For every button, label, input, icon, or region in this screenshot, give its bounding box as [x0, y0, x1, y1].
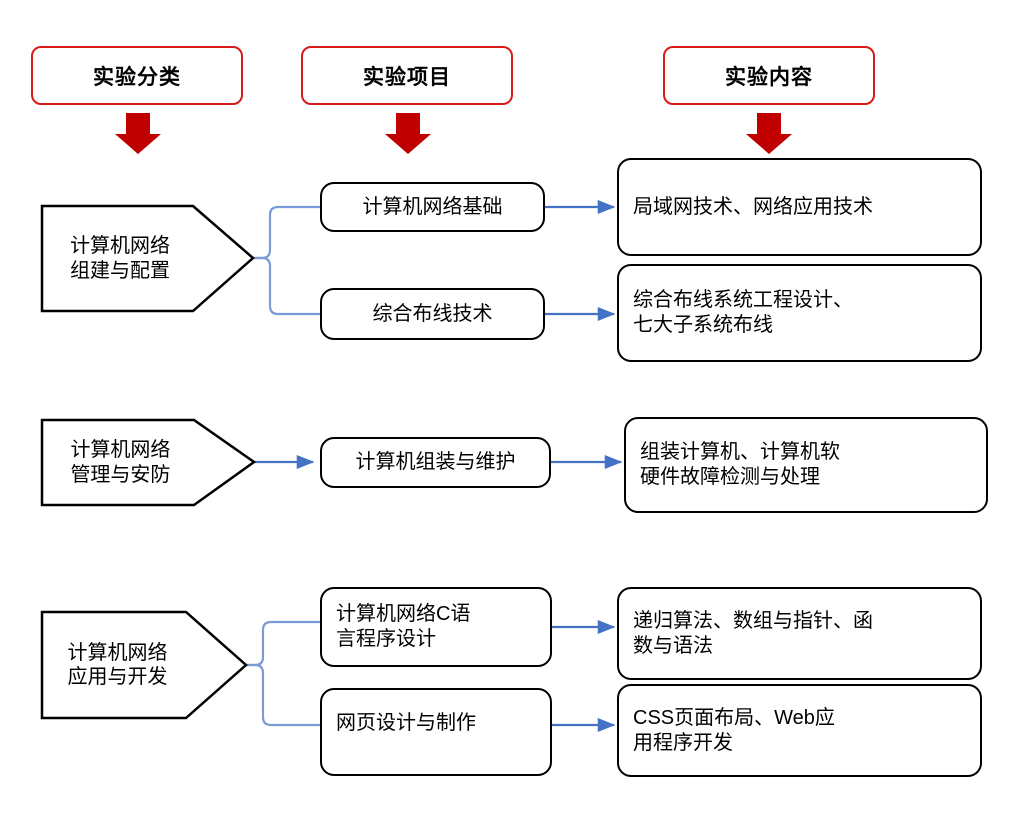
content-node-1-1[interactable]: 局域网技术、网络应用技术 [617, 158, 982, 256]
brace-group-1 [253, 205, 320, 316]
brace-group-3 [246, 620, 320, 727]
down-arrow-icon-project [385, 113, 431, 154]
content-node-2-1-label: 组装计算机、计算机软 硬件故障检测与处理 [640, 441, 840, 488]
content-node-3-1-label: 递归算法、数组与指针、函 数与语法 [633, 609, 873, 657]
header-category-label: 实验分类 [93, 65, 181, 89]
project-node-1-1[interactable]: 计算机网络基础 [320, 182, 545, 232]
project-node-1-1-label: 计算机网络基础 [362, 195, 503, 218]
content-node-1-1-label: 局域网技术、网络应用技术 [633, 195, 873, 218]
category-node-1[interactable]: 计算机网络 组建与配置 [42, 206, 253, 311]
header-category[interactable]: 实验分类 [31, 46, 243, 105]
header-content[interactable]: 实验内容 [663, 46, 875, 105]
header-content-label: 实验内容 [725, 65, 813, 89]
content-node-3-2[interactable]: CSS页面布局、Web应 用程序开发 [617, 684, 982, 777]
project-node-2-1-label: 计算机组装与维护 [355, 451, 516, 473]
project-node-3-1-label: 计算机网络C语 言程序设计 [336, 603, 471, 650]
project-node-3-2[interactable]: 网页设计与制作 [320, 688, 552, 776]
content-node-1-2-label: 综合布线系统工程设计、 七大子系统布线 [633, 289, 853, 336]
down-arrow-icon-content [746, 113, 792, 154]
category-node-3-label: 计算机网络 应用与开发 [67, 641, 168, 688]
content-node-2-1[interactable]: 组装计算机、计算机软 硬件故障检测与处理 [624, 417, 988, 513]
category-node-3[interactable]: 计算机网络 应用与开发 [42, 612, 246, 718]
project-node-3-2-label: 网页设计与制作 [336, 711, 476, 734]
project-node-1-2[interactable]: 综合布线技术 [320, 288, 545, 340]
project-node-2-1[interactable]: 计算机组装与维护 [320, 437, 551, 488]
category-node-2[interactable]: 计算机网络 管理与安防 [42, 420, 254, 505]
content-node-3-1[interactable]: 递归算法、数组与指针、函 数与语法 [617, 587, 982, 680]
content-node-3-2-label: CSS页面布局、Web应 用程序开发 [633, 706, 835, 754]
project-node-3-1[interactable]: 计算机网络C语 言程序设计 [320, 587, 552, 667]
header-project[interactable]: 实验项目 [301, 46, 513, 105]
category-node-2-label: 计算机网络 管理与安防 [70, 439, 171, 486]
project-node-1-2-label: 综合布线技术 [372, 302, 493, 325]
down-arrow-icon-category [115, 113, 161, 154]
header-project-label: 实验项目 [363, 65, 451, 89]
category-node-1-label: 计算机网络 组建与配置 [70, 235, 171, 282]
content-node-1-2[interactable]: 综合布线系统工程设计、 七大子系统布线 [617, 264, 982, 362]
